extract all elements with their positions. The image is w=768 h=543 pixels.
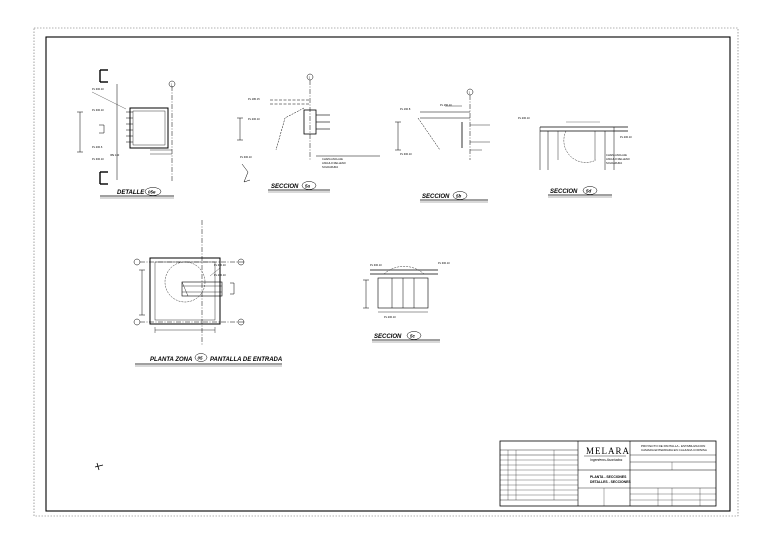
project-line-1: PROYECTO DE PANTALLA - ESTABILIZACION	[641, 444, 705, 448]
section-5c: PL 300.10 PL 300.10 PL 200.10 SECCION 5c	[363, 261, 450, 343]
svg-text:PL 300.10: PL 300.10	[240, 155, 252, 159]
svg-text:PL 300.10: PL 300.10	[370, 263, 382, 267]
svg-text:PL 200.10: PL 200.10	[248, 117, 260, 121]
svg-text:PL 200.6: PL 200.6	[92, 145, 103, 149]
svg-text:1: 1	[309, 75, 311, 79]
svg-text:PL 300.10: PL 300.10	[214, 263, 226, 267]
svg-text:PL 300.10: PL 300.10	[92, 108, 104, 112]
svg-text:SOLDADURA: SOLDADURA	[322, 165, 338, 169]
detail-05e-ref: 05e	[148, 190, 156, 195]
project-line-2: CAMARA ENTERRADA EN CALZADA CORNISA	[641, 448, 707, 452]
detail-05e-title: DETALLE	[117, 190, 145, 196]
plan-ref: 05	[198, 356, 204, 361]
svg-text:PL 200.10: PL 200.10	[518, 116, 530, 120]
section-5a-title: SECCION	[271, 184, 299, 190]
logo-text: MELARA	[586, 446, 630, 456]
section-5d-title: SECCION	[550, 189, 578, 195]
plan-title-left: PLANTA ZONA	[150, 357, 192, 363]
section-5b-ref: 5b	[456, 194, 462, 199]
section-5b-title: SECCION	[422, 194, 450, 200]
section-5d: PL 200.10 PL 200.10 CHAPA ANCLAJE ANGULO…	[518, 116, 632, 198]
north-arrow-icon	[94, 462, 104, 471]
svg-text:PL 300.10: PL 300.10	[400, 152, 412, 156]
section-5a: 1 PL 180.15 PL 200.10 PL 300.10 CHAPA AN…	[237, 73, 380, 193]
section-5c-title: SECCION	[374, 334, 402, 340]
svg-text:ANGULO RELLENO: ANGULO RELLENO	[606, 157, 630, 161]
svg-text:PL 180.15: PL 180.15	[248, 97, 260, 101]
plan-title-right: PANTALLA DE ENTRADA	[210, 357, 282, 363]
svg-text:PL 160.8: PL 160.8	[400, 107, 411, 111]
section-5d-ref: 5d	[586, 189, 592, 194]
svg-text:PL 300.10: PL 300.10	[92, 87, 104, 91]
svg-text:PL 200.10: PL 200.10	[384, 315, 396, 319]
svg-text:PL 150.10: PL 150.10	[440, 103, 452, 107]
svg-text:CHAPA ANCLAJE: CHAPA ANCLAJE	[322, 157, 343, 161]
svg-text:SOLDADURA: SOLDADURA	[606, 161, 622, 165]
svg-text:1: 1	[171, 82, 173, 86]
svg-text:IPE 140: IPE 140	[110, 153, 120, 157]
logo-subtitle: Ingenieros Asociados	[590, 458, 623, 462]
section-5b: 1 PL 160.8 PL 300.10 PL 150.10 SECCION 5…	[395, 88, 490, 203]
svg-text:1: 1	[469, 90, 471, 94]
plan-zone-05: PL 300.10 PL 200.10 PLANTA ZONA 05 PANTA…	[133, 220, 282, 367]
svg-text:ANGULO RELLENO: ANGULO RELLENO	[322, 161, 346, 165]
plan-name-line-2: DETALLES - SECCIONES	[590, 480, 631, 484]
svg-text:PL 300.10: PL 300.10	[438, 261, 450, 265]
title-block: MELARA Ingenieros Asociados PROYECTO DE …	[499, 440, 717, 507]
svg-text:CHAPA ANCLAJE: CHAPA ANCLAJE	[606, 153, 627, 157]
drawing-frame	[45, 36, 731, 512]
section-5c-ref: 5c	[410, 334, 416, 339]
svg-text:PL 200.10: PL 200.10	[620, 135, 632, 139]
section-5a-ref: 5a	[305, 184, 311, 189]
detail-05e: 1 PL 300.10 PL 300.10 PL 200.6 PL 300.10…	[77, 69, 176, 199]
svg-text:PL 300.10: PL 300.10	[92, 157, 104, 161]
svg-text:PL 200.10: PL 200.10	[214, 273, 226, 277]
sheet-outer-edge	[33, 27, 739, 517]
plan-name-line-1: PLANTA - SECCIONES	[590, 475, 627, 479]
